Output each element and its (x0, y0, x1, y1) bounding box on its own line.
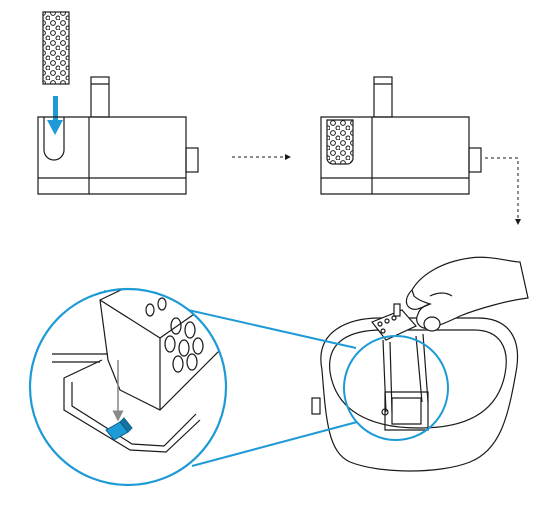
step-3-place-in-tank (311, 256, 529, 472)
filter-cartridge-icon (42, 11, 70, 85)
step-1-insert-filter (37, 11, 199, 195)
pump-icon (37, 76, 199, 195)
clip-icon (105, 417, 133, 441)
pump-icon (320, 76, 482, 195)
insert-arrow (47, 96, 63, 135)
detail-highlight-circle (343, 335, 449, 441)
zoom-detail (28, 287, 228, 487)
step-2-filter-inserted (320, 76, 482, 195)
zoom-circle (28, 287, 228, 487)
hand-icon (405, 256, 529, 332)
basin-icon (311, 317, 519, 472)
down-step-arrow (485, 157, 521, 225)
filter-cartridge-icon (326, 119, 354, 165)
pump-in-hand (371, 303, 429, 416)
